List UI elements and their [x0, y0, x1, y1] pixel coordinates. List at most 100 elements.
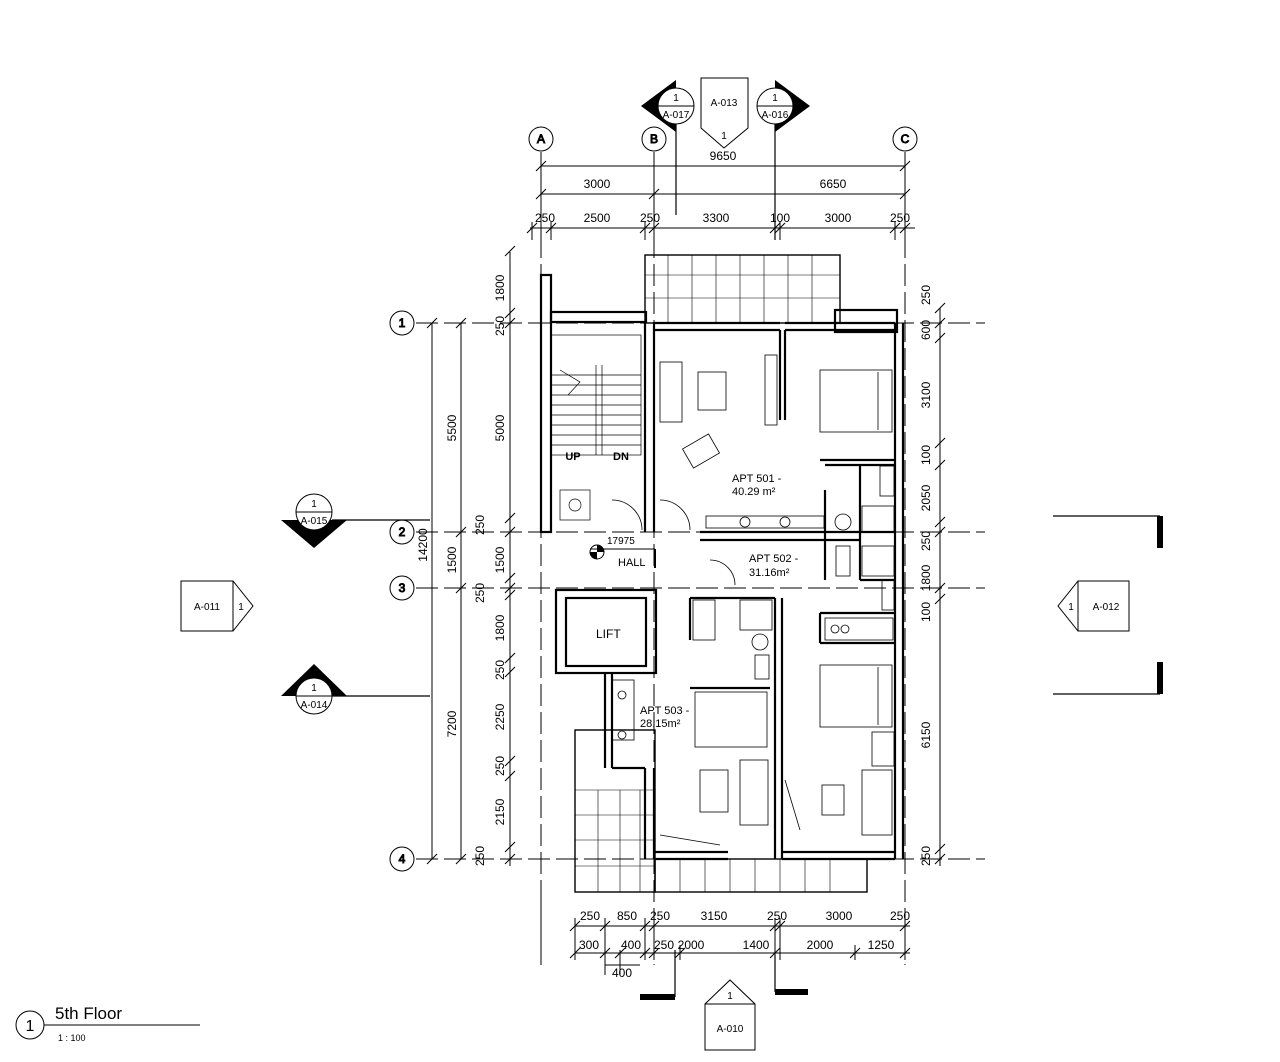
dims-top-text: 9650 3000 6650 250 2500 250 3300 100 300…: [535, 149, 910, 225]
view-scale: 1 : 100: [58, 1033, 86, 1043]
svg-text:400: 400: [612, 966, 632, 980]
right-section-callouts: [1053, 515, 1163, 695]
grid-bubble-a: A: [528, 126, 554, 152]
svg-text:A-017: A-017: [663, 110, 690, 121]
svg-text:2050: 2050: [919, 484, 933, 511]
room-labels: APT 501 - 40.29 m² APT 502 - 31.16m² APT…: [596, 473, 799, 730]
section-marker-a016[interactable]: 1 A-016: [756, 80, 810, 240]
svg-text:250: 250: [493, 660, 507, 680]
section-marker-a014[interactable]: 1 A-014: [281, 664, 430, 715]
grid-bubble-3: 3: [389, 575, 415, 601]
grid-bubble-b: B: [641, 126, 667, 152]
view-title: 1 5th Floor 1 : 100: [15, 1004, 200, 1043]
view-number: 1: [26, 1018, 35, 1035]
balcony-south: [574, 729, 868, 893]
svg-text:250: 250: [535, 211, 555, 225]
svg-text:850: 850: [617, 909, 637, 923]
svg-text:3150: 3150: [701, 909, 728, 923]
apt-501-area: 40.29 m²: [732, 486, 776, 498]
stair: UP DN: [550, 334, 642, 521]
svg-text:2000: 2000: [807, 938, 834, 952]
svg-text:3: 3: [399, 581, 406, 595]
svg-text:1: 1: [727, 991, 733, 1002]
svg-text:1: 1: [311, 683, 317, 694]
dims-right-text: 250 600 3100 100 2050 250 1800 100 6150 …: [919, 285, 933, 866]
apt-503-name: APT 503 -: [640, 705, 690, 717]
svg-text:250: 250: [919, 531, 933, 551]
svg-text:B: B: [650, 132, 658, 146]
grid-bubble-c: C: [892, 126, 918, 152]
svg-text:5000: 5000: [493, 414, 507, 441]
svg-text:4: 4: [399, 852, 406, 866]
svg-text:2500: 2500: [584, 211, 611, 225]
dims-top: [526, 160, 915, 240]
svg-text:A-013: A-013: [711, 98, 738, 109]
svg-text:3100: 3100: [919, 381, 933, 408]
grid-bubble-2: 2: [389, 519, 415, 545]
svg-text:A-014: A-014: [301, 700, 328, 711]
svg-text:250: 250: [919, 846, 933, 866]
balcony-north: [644, 254, 841, 324]
svg-text:1500: 1500: [445, 546, 459, 573]
svg-text:250: 250: [580, 909, 600, 923]
svg-text:A-016: A-016: [762, 110, 789, 121]
svg-text:250: 250: [654, 938, 674, 952]
svg-text:1: 1: [238, 602, 244, 613]
hall-label: HALL: [618, 557, 646, 569]
svg-text:14200: 14200: [416, 528, 430, 562]
svg-text:250: 250: [890, 909, 910, 923]
svg-text:250: 250: [890, 211, 910, 225]
svg-text:3300: 3300: [703, 211, 730, 225]
svg-text:A-015: A-015: [301, 516, 328, 527]
svg-text:2150: 2150: [493, 798, 507, 825]
svg-text:C: C: [901, 132, 910, 146]
svg-text:6650: 6650: [820, 177, 847, 191]
svg-text:2250: 2250: [493, 703, 507, 730]
svg-text:1250: 1250: [868, 938, 895, 952]
level-marker-icon: [589, 544, 605, 560]
apt-502-area: 31.16m²: [749, 567, 790, 579]
svg-text:250: 250: [493, 316, 507, 336]
svg-text:250: 250: [767, 909, 787, 923]
elevation-tag-a011[interactable]: A-011 1: [180, 580, 254, 632]
grid-bubbles: A B C 1 2 3 4: [389, 126, 918, 872]
elevation-tag-a013[interactable]: A-013 1: [700, 77, 749, 149]
svg-text:250: 250: [473, 583, 487, 603]
svg-text:2: 2: [399, 525, 406, 539]
svg-text:1: 1: [399, 316, 406, 330]
svg-text:300: 300: [579, 938, 599, 952]
lift-label: LIFT: [596, 627, 621, 641]
svg-text:5500: 5500: [445, 414, 459, 441]
section-marker-a017[interactable]: 1 A-017: [641, 80, 695, 215]
svg-text:3000: 3000: [584, 177, 611, 191]
apt-501-name: APT 501 -: [732, 473, 782, 485]
svg-text:2000: 2000: [678, 938, 705, 952]
svg-text:250: 250: [650, 909, 670, 923]
svg-text:250: 250: [919, 285, 933, 305]
view-name: 5th Floor: [55, 1004, 122, 1023]
svg-text:9650: 9650: [710, 149, 737, 163]
stair-down-label: DN: [613, 451, 629, 463]
dims-bottom: [540, 900, 911, 975]
svg-text:1800: 1800: [493, 274, 507, 301]
svg-text:100: 100: [919, 445, 933, 465]
svg-text:250: 250: [493, 756, 507, 776]
svg-text:250: 250: [473, 515, 487, 535]
svg-text:A-010: A-010: [717, 1024, 744, 1035]
svg-text:1400: 1400: [743, 938, 770, 952]
elevation-tag-a010[interactable]: 1 A-010: [704, 979, 756, 1051]
svg-text:600: 600: [919, 320, 933, 340]
svg-text:1500: 1500: [493, 546, 507, 573]
dims-right: [934, 302, 946, 866]
elevation-tag-a012[interactable]: A-012 1: [1057, 580, 1130, 632]
svg-text:1: 1: [1068, 602, 1074, 613]
grid-bubble-4: 4: [389, 846, 415, 872]
apt-502-name: APT 502 -: [749, 553, 799, 565]
svg-text:100: 100: [919, 602, 933, 622]
dims-bottom-text: 250 850 250 3150 250 3000 250 300 400 25…: [579, 909, 910, 980]
svg-text:3000: 3000: [825, 211, 852, 225]
svg-text:1: 1: [721, 131, 727, 142]
level-marker-value: 17975: [607, 536, 635, 547]
section-marker-a015[interactable]: 1 A-015: [281, 493, 430, 548]
